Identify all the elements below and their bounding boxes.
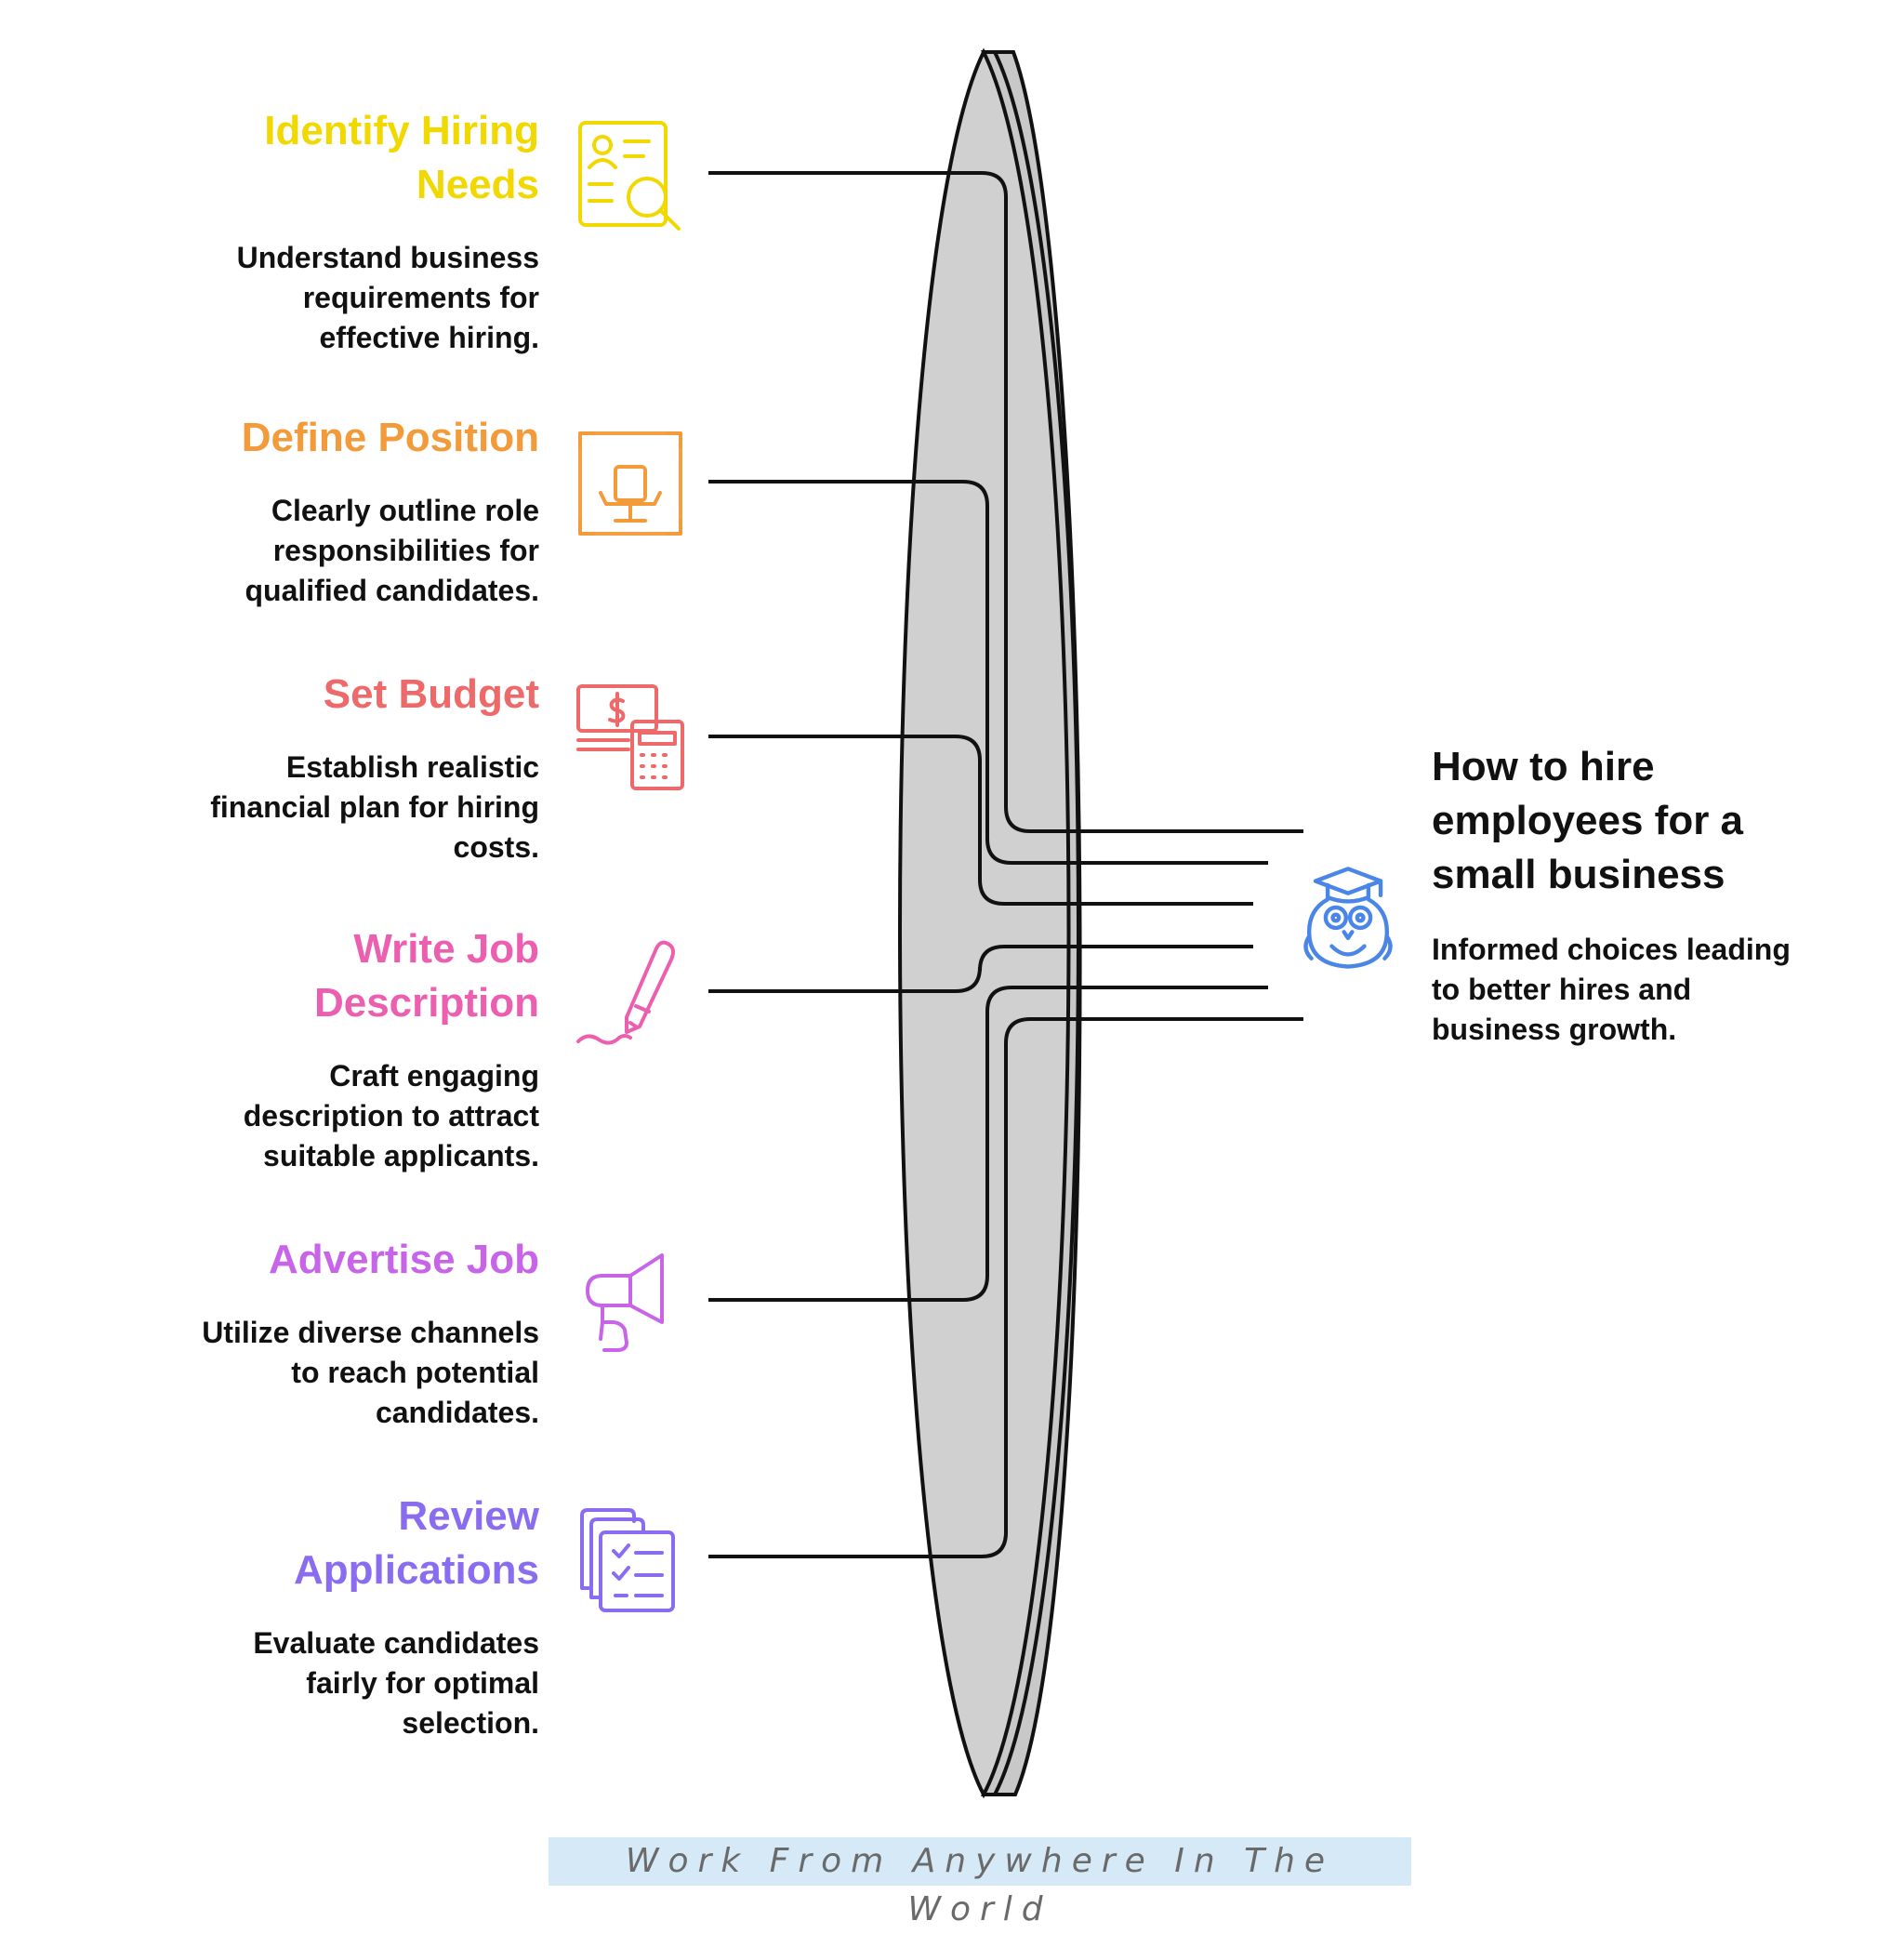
step-title: Advertise Job [269, 1237, 539, 1282]
connector-line-5 [708, 986, 1268, 1302]
step-description: Utilize diverse channels to reach potent… [202, 1316, 539, 1429]
step-description: Understand business requirements for eff… [236, 241, 539, 354]
main-description: Informed choices leading to better hires… [1432, 933, 1791, 1046]
step-description: Clearly outline role responsibilities fo… [245, 494, 539, 607]
connector-line-4 [708, 945, 1253, 993]
footer-banner: Work From Anywhere In The World [549, 1837, 1411, 1928]
resume-search-icon [575, 119, 686, 231]
connector-line-1 [708, 171, 1303, 833]
money-calculator-icon [575, 681, 686, 792]
checklist-documents-icon [575, 1504, 686, 1616]
connector-lines [708, 171, 1303, 1558]
central-lens [898, 47, 1082, 1799]
step-title: Define Position [241, 415, 539, 460]
step-title: Review Applications [293, 1493, 539, 1593]
connector-line-6 [708, 1017, 1303, 1558]
connector-line-2 [708, 480, 1268, 865]
megaphone-icon [575, 1248, 686, 1359]
office-chair-icon [575, 428, 686, 539]
footer-text: Work From Anywhere In The World [625, 1842, 1335, 1928]
step-title: Write Job Description [313, 926, 539, 1026]
graduate-owl-icon [1297, 865, 1399, 972]
step-title: Set Budget [323, 671, 539, 717]
connector-line-3 [708, 735, 1253, 906]
step-title: Identify Hiring Needs [264, 108, 539, 207]
step-description: Craft engaging description to attract su… [243, 1059, 539, 1172]
step-description: Evaluate candidates fairly for optimal s… [253, 1626, 539, 1740]
main-topic: How to hire employees for a small busine… [1432, 740, 1804, 1050]
main-title: How to hire employees for a small busine… [1432, 744, 1744, 897]
pen-icon [575, 937, 686, 1049]
step-description: Establish realistic financial plan for h… [210, 750, 539, 864]
